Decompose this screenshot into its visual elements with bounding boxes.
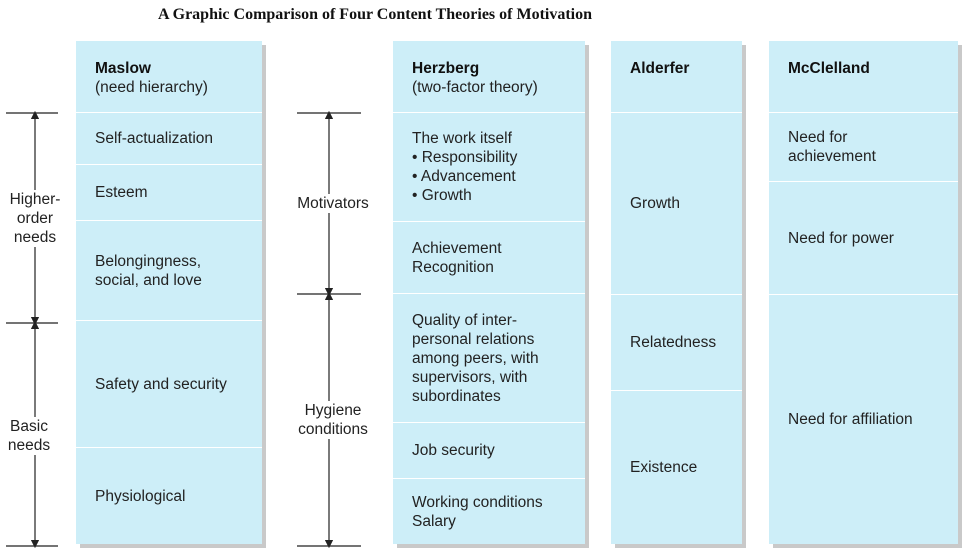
herzberg-name: Herzberg <box>412 60 480 77</box>
herzberg-header: Herzberg (two-factor theory) <box>412 59 538 97</box>
alderfer-name: Alderfer <box>630 60 690 77</box>
maslow-level: Belongingness, social, and love <box>76 220 262 320</box>
maslow-level: Physiological <box>76 447 262 544</box>
hygiene-conditions-label: Hygiene conditions <box>288 401 378 439</box>
mcclelland-need: Need for achievement <box>769 112 958 181</box>
herzberg-column: Herzberg (two-factor theory) The work it… <box>393 41 585 544</box>
maslow-name: Maslow <box>95 60 151 77</box>
herzberg-factor: Achievement Recognition <box>393 221 585 293</box>
maslow-header: Maslow (need hierarchy) <box>95 59 208 97</box>
diagram-title: A Graphic Comparison of Four Content The… <box>157 6 593 23</box>
mcclelland-header: McClelland <box>788 59 870 78</box>
mcclelland-need: Need for power <box>769 181 958 294</box>
herzberg-factor: Quality of inter- personal relations amo… <box>393 293 585 422</box>
alderfer-level: Relatedness <box>611 294 742 390</box>
mcclelland-need: Need for affiliation <box>769 294 958 544</box>
herzberg-factor: Working conditions Salary <box>393 478 585 544</box>
higher-order-needs-label: Higher- order needs <box>6 190 64 247</box>
alderfer-column: Alderfer Growth Relatedness Existence <box>611 41 742 544</box>
herzberg-factor: The work itself • Responsibility • Advan… <box>393 112 585 221</box>
maslow-level: Self-actualization <box>76 112 262 164</box>
maslow-subtitle: (need hierarchy) <box>95 79 208 96</box>
herzberg-subtitle: (two-factor theory) <box>412 79 538 96</box>
mcclelland-name: McClelland <box>788 60 870 77</box>
mcclelland-column: McClelland Need for achievement Need for… <box>769 41 958 544</box>
maslow-column: Maslow (need hierarchy) Self-actualizati… <box>76 41 262 544</box>
basic-needs-label: Basic needs <box>4 417 54 455</box>
motivators-label: Motivators <box>288 194 378 213</box>
alderfer-header: Alderfer <box>630 59 689 78</box>
herzberg-factor: Job security <box>393 422 585 478</box>
alderfer-level: Growth <box>611 112 742 294</box>
maslow-level: Esteem <box>76 164 262 220</box>
alderfer-level: Existence <box>611 390 742 544</box>
maslow-level: Safety and security <box>76 320 262 447</box>
